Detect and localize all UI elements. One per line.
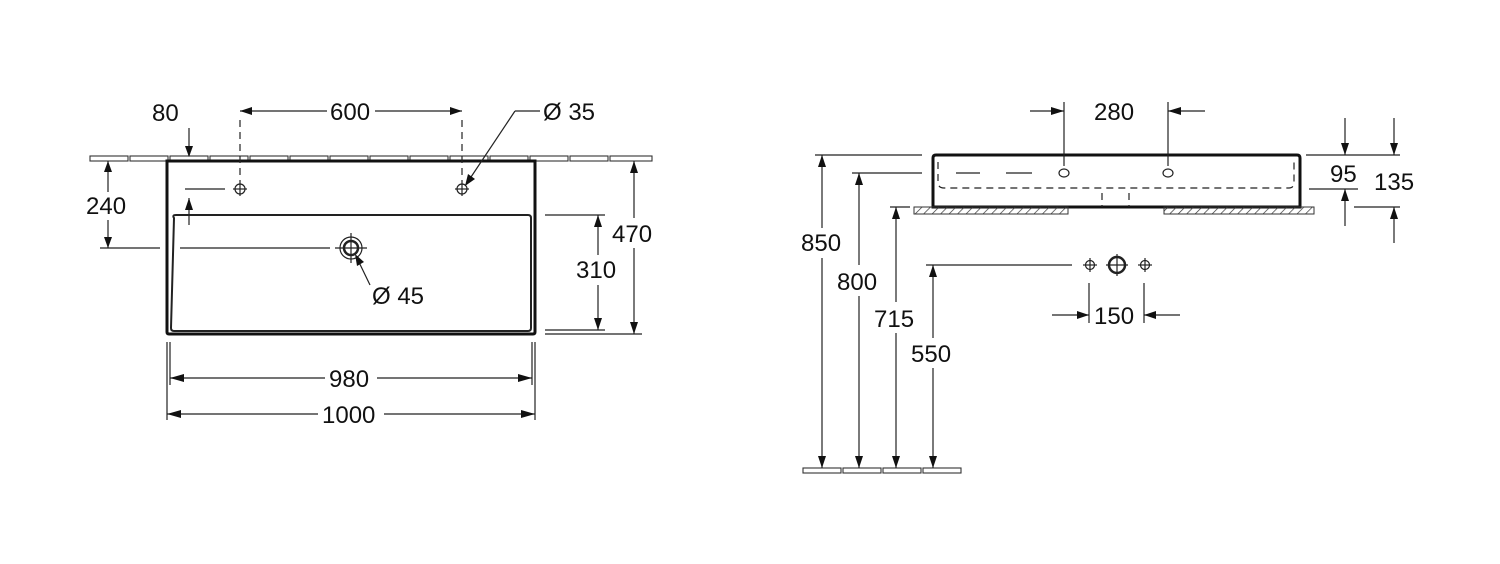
dim-600: 600 — [330, 99, 370, 126]
tap-hole-left — [233, 182, 247, 196]
bowl-outline — [169, 214, 532, 332]
countertop-right — [1163, 206, 1315, 215]
dim-280: 280 — [1094, 99, 1134, 126]
dim-80: 80 — [152, 100, 179, 127]
wall-line — [89, 155, 653, 162]
dim-800: 800 — [837, 269, 877, 296]
dim-1000: 1000 — [322, 402, 375, 429]
countertop-left — [913, 206, 1069, 215]
dim-dia-35: Ø 35 — [543, 99, 595, 126]
dim-95: 95 — [1330, 161, 1357, 188]
supply-connections — [1083, 254, 1152, 276]
dim-715: 715 — [874, 306, 914, 333]
tap-hole-right — [455, 182, 469, 196]
dim-240: 240 — [86, 193, 126, 220]
basin-outline — [165, 159, 537, 336]
basin-side-outline — [931, 153, 1302, 209]
plan-view: 80 600 Ø 35 240 310 470 — [86, 99, 653, 429]
dim-470: 470 — [612, 221, 652, 248]
dim-135: 135 — [1374, 169, 1414, 196]
dim-850: 850 — [801, 230, 841, 257]
dim-150: 150 — [1094, 303, 1134, 330]
waste-outlet — [335, 233, 367, 263]
dim-550: 550 — [911, 341, 951, 368]
dim-310: 310 — [576, 257, 616, 284]
dim-dia-45: Ø 45 — [372, 283, 424, 310]
side-view: 280 95 135 850 800 — [801, 99, 1414, 474]
dim-980: 980 — [329, 366, 369, 393]
